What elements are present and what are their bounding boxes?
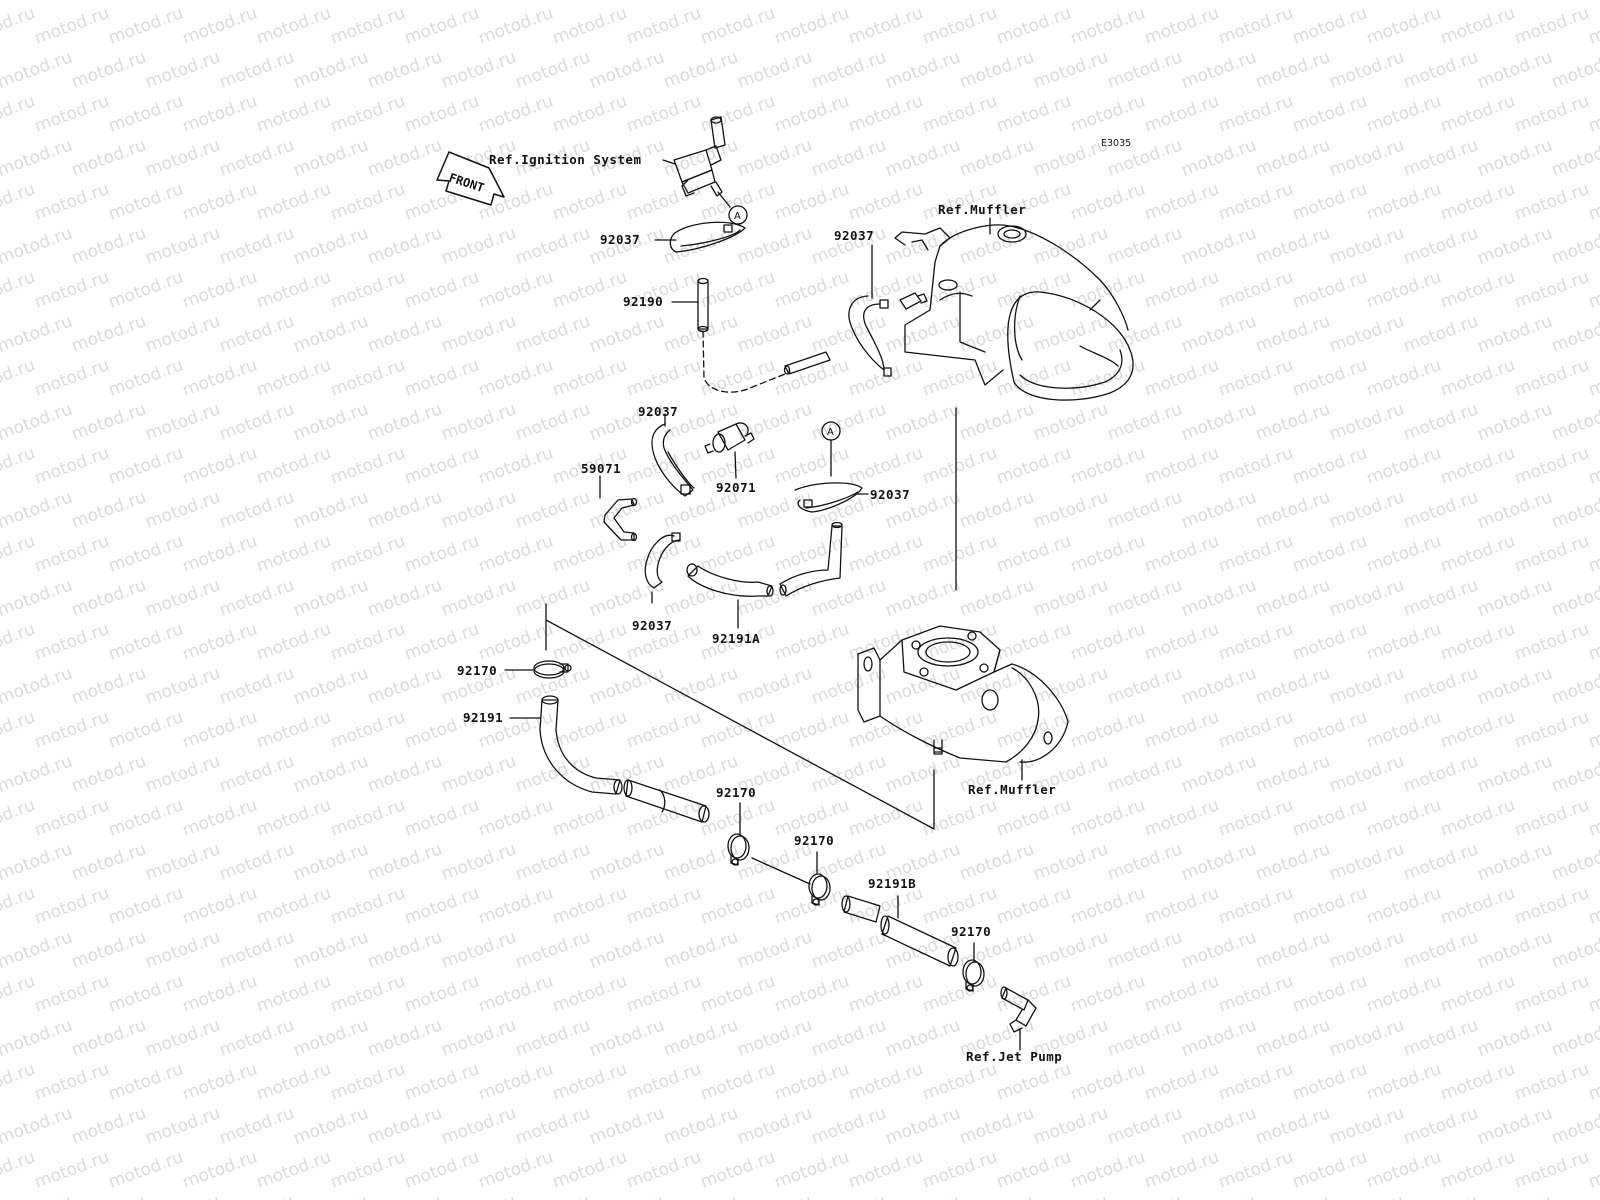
hose-92191 <box>539 695 710 823</box>
callout-a-mid: A <box>821 421 841 477</box>
clamp-92037-right <box>794 482 863 513</box>
jet-pump-fitting <box>1000 986 1037 1033</box>
svg-text:A: A <box>734 211 741 222</box>
clamp-92037-left <box>651 423 695 497</box>
clamp-92037-top <box>669 221 746 253</box>
clamp-92170-right <box>962 959 985 992</box>
part-label-92170-d: 92170 <box>951 924 992 939</box>
clamp-92037-muffler <box>848 292 928 377</box>
part-label-59071: 59071 <box>581 461 622 476</box>
assembly-line-diagonal <box>545 619 935 830</box>
front-arrow-icon: FRONT <box>436 151 505 206</box>
clamp-92170-center <box>808 873 831 906</box>
clamp-92170-left <box>533 660 572 679</box>
leader-ignition <box>662 159 676 165</box>
muffler-top-casting <box>894 224 1134 401</box>
clamp-92037-lower <box>644 532 681 589</box>
part-label-92170-c: 92170 <box>794 833 835 848</box>
part-label-92071: 92071 <box>716 480 757 495</box>
ref-muffler-bottom-label: Ref.Muffler <box>968 782 1057 797</box>
assembly-line-clamp <box>751 857 811 885</box>
muffler-bottom-casting <box>857 625 1069 763</box>
hose-92191B <box>841 895 959 967</box>
part-label-92191: 92191 <box>463 710 504 725</box>
ignition-fitting <box>673 116 726 197</box>
part-label-92037-c: 92037 <box>638 404 679 419</box>
part-label-92037-b: 92037 <box>834 228 875 243</box>
hose-92191A <box>686 521 843 597</box>
part-label-92191A: 92191A <box>712 631 761 646</box>
svg-text:A: A <box>827 427 834 438</box>
hose-92190 <box>697 277 831 393</box>
ref-muffler-top-label: Ref.Muffler <box>938 202 1027 217</box>
clamp-92170-mid <box>727 833 750 866</box>
leader-92071 <box>734 451 737 479</box>
part-label-92170-b: 92170 <box>716 785 757 800</box>
part-label-92191B: 92191B <box>868 876 917 891</box>
part-label-92037-d: 92037 <box>870 487 911 502</box>
part-label-92037-e: 92037 <box>632 618 673 633</box>
callout-a-top: A <box>717 191 748 225</box>
part-label-92037-a: 92037 <box>600 232 641 247</box>
part-label-92170-a: 92170 <box>457 663 498 678</box>
diagram-code: E3035 <box>1101 138 1132 149</box>
part-label-92190: 92190 <box>623 294 664 309</box>
ref-jet-pump-label: Ref.Jet Pump <box>966 1049 1063 1064</box>
pipe-59071 <box>603 497 638 542</box>
ref-ignition-system-label: Ref.Ignition System <box>489 152 642 167</box>
fitting-92071 <box>704 422 755 454</box>
